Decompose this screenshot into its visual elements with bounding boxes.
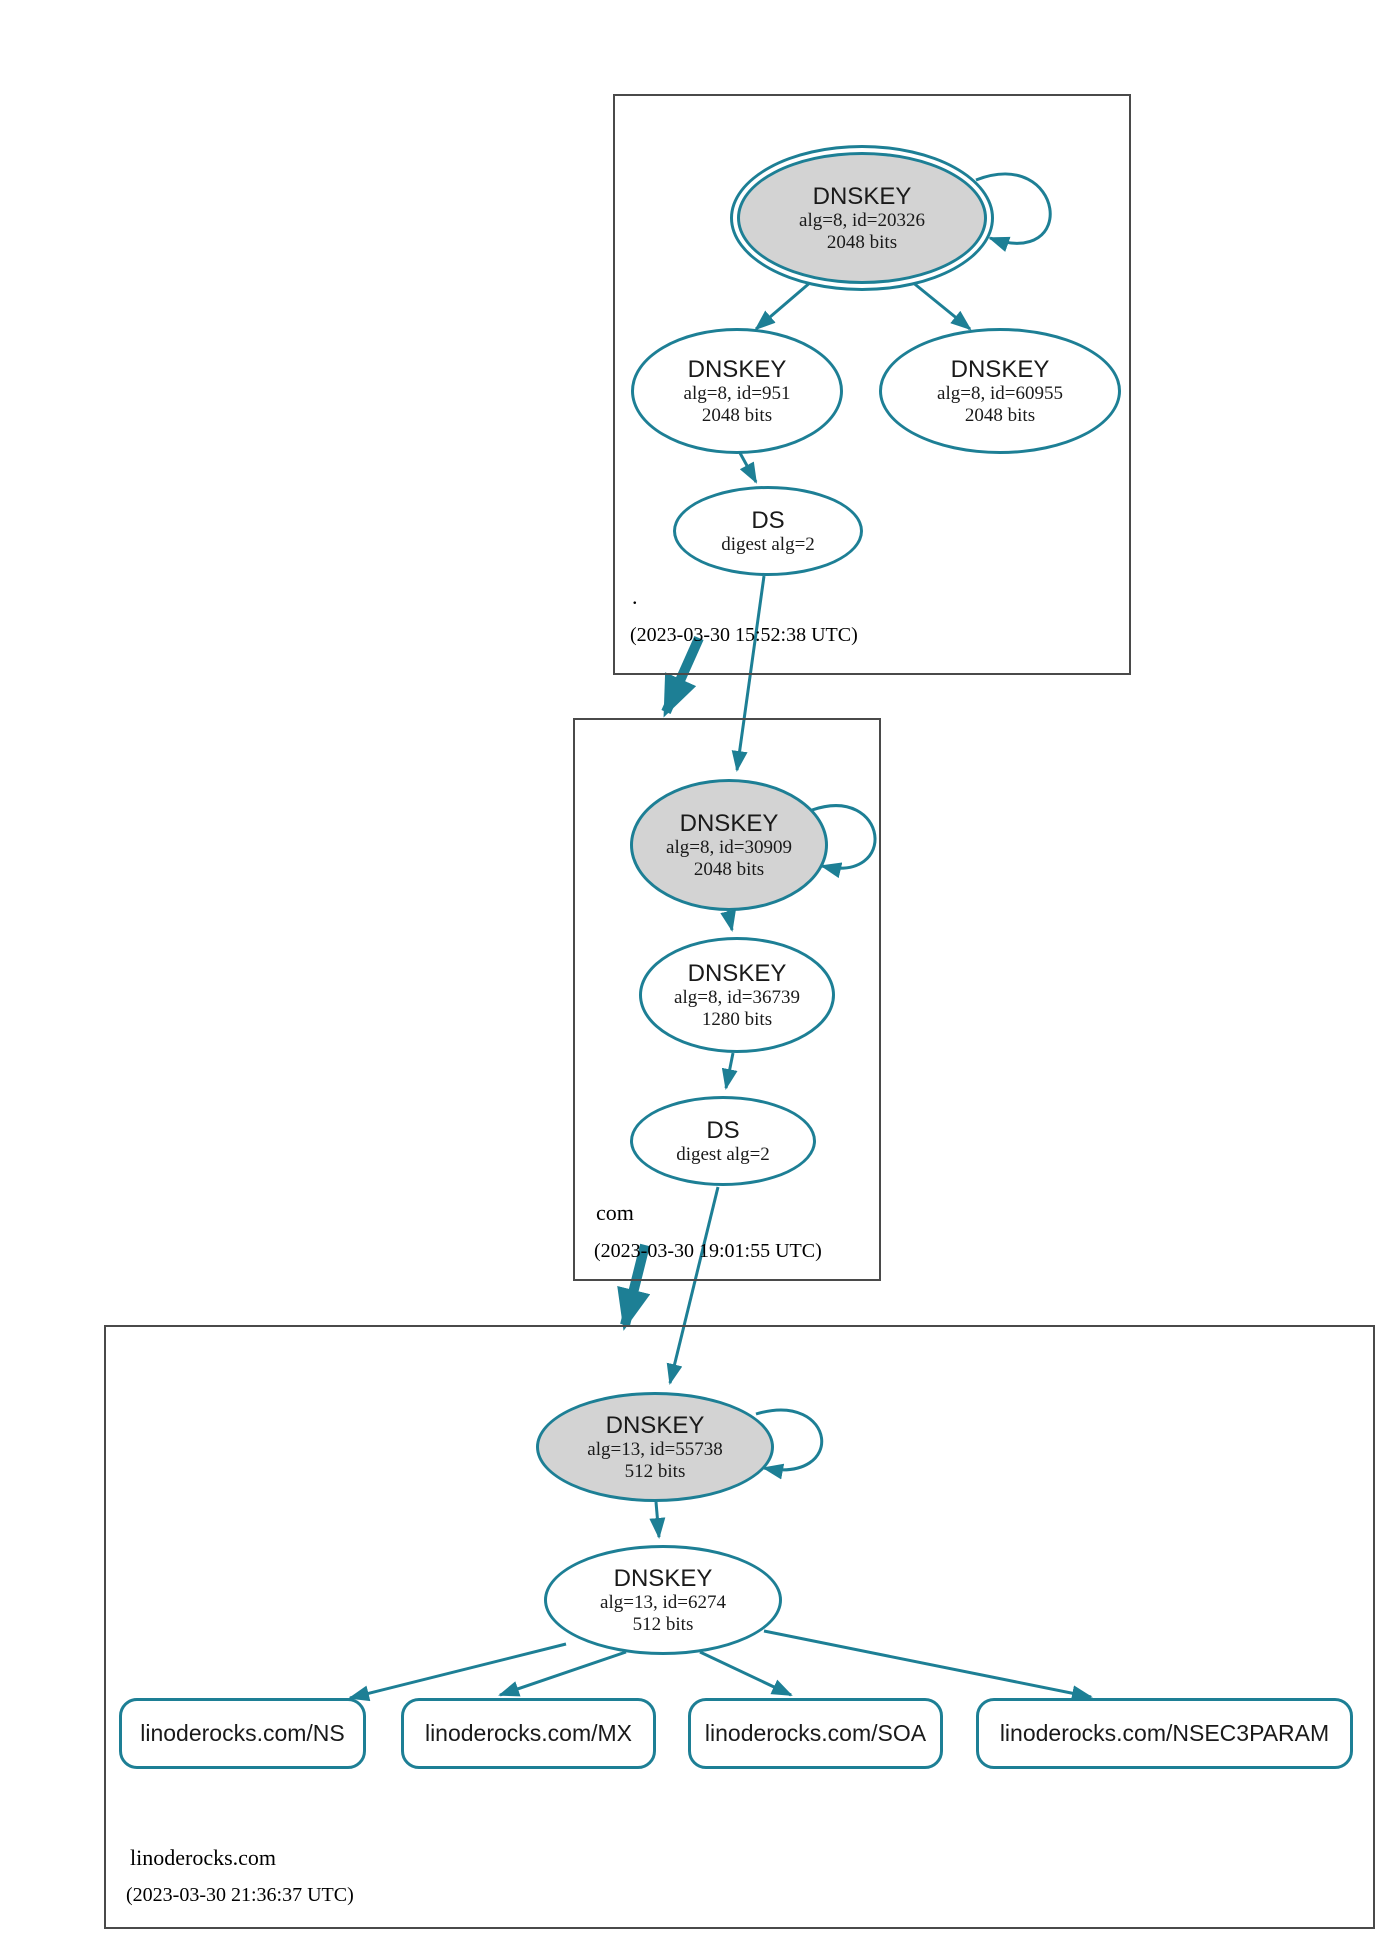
lino-ksk-alg-id: alg=13, id=55738	[587, 1438, 723, 1460]
rrset-nsec3param-node: linoderocks.com/NSEC3PARAM	[976, 1698, 1353, 1769]
lino-zsk-title: DNSKEY	[613, 1564, 713, 1592]
com-ksk-title: DNSKEY	[679, 809, 779, 837]
root-zsk1-title: DNSKEY	[687, 355, 787, 383]
root-zsk1-alg-id: alg=8, id=951	[683, 382, 791, 404]
rrset-nsec3param-label: linoderocks.com/NSEC3PARAM	[999, 1720, 1330, 1746]
lino-ksk-title: DNSKEY	[605, 1411, 705, 1439]
lino-zsk-alg-id: alg=13, id=6274	[600, 1591, 726, 1613]
com-ksk-alg-id: alg=8, id=30909	[666, 836, 792, 858]
root-zsk2-node: DNSKEY alg=8, id=60955 2048 bits	[879, 328, 1121, 454]
com-zone-timestamp: (2023-03-30 19:01:55 UTC)	[594, 1240, 822, 1262]
rrset-ns-label: linoderocks.com/NS	[140, 1720, 345, 1746]
lino-zsk-bits: 512 bits	[632, 1613, 694, 1635]
rrset-mx-node: linoderocks.com/MX	[401, 1698, 656, 1769]
root-zsk1-node: DNSKEY alg=8, id=951 2048 bits	[631, 328, 843, 454]
lino-zone-timestamp: (2023-03-30 21:36:37 UTC)	[126, 1884, 354, 1906]
rrset-soa-node: linoderocks.com/SOA	[688, 1698, 943, 1769]
root-zsk2-title: DNSKEY	[950, 355, 1050, 383]
rrset-soa-label: linoderocks.com/SOA	[704, 1720, 927, 1746]
com-ksk-node: DNSKEY alg=8, id=30909 2048 bits	[630, 779, 828, 911]
com-ds-title: DS	[706, 1116, 740, 1144]
root-ds-digest: digest alg=2	[721, 533, 815, 555]
lino-zsk-node: DNSKEY alg=13, id=6274 512 bits	[544, 1545, 782, 1655]
lino-zone-name: linoderocks.com	[130, 1845, 277, 1870]
lino-ksk-bits: 512 bits	[624, 1460, 686, 1482]
com-zsk-title: DNSKEY	[687, 959, 787, 987]
root-ksk-node: DNSKEY alg=8, id=20326 2048 bits	[730, 145, 994, 291]
com-zsk-node: DNSKEY alg=8, id=36739 1280 bits	[639, 937, 835, 1053]
root-ksk-node-inner: DNSKEY alg=8, id=20326 2048 bits	[737, 152, 987, 284]
root-zsk2-bits: 2048 bits	[964, 404, 1036, 426]
com-zsk-bits: 1280 bits	[701, 1008, 773, 1030]
com-ds-node: DS digest alg=2	[630, 1096, 816, 1186]
root-ds-node: DS digest alg=2	[673, 486, 863, 576]
rrset-mx-label: linoderocks.com/MX	[424, 1720, 633, 1746]
com-ksk-bits: 2048 bits	[693, 858, 765, 880]
com-zsk-alg-id: alg=8, id=36739	[674, 986, 800, 1008]
root-ksk-title: DNSKEY	[812, 182, 912, 210]
root-ds-title: DS	[751, 506, 785, 534]
com-zone-name: com	[596, 1200, 634, 1225]
lino-ksk-node: DNSKEY alg=13, id=55738 512 bits	[536, 1392, 774, 1502]
com-ds-digest: digest alg=2	[676, 1143, 770, 1165]
root-ksk-alg-id: alg=8, id=20326	[799, 209, 925, 231]
zone-box-root	[613, 94, 1131, 675]
root-zsk1-bits: 2048 bits	[701, 404, 773, 426]
root-zone-timestamp: (2023-03-30 15:52:38 UTC)	[630, 624, 858, 646]
rrset-ns-node: linoderocks.com/NS	[119, 1698, 366, 1769]
zone-box-com	[573, 718, 881, 1281]
zone-box-linoderocks	[104, 1325, 1375, 1929]
root-ksk-bits: 2048 bits	[826, 231, 898, 253]
root-zone-name: .	[632, 584, 638, 609]
root-zsk2-alg-id: alg=8, id=60955	[937, 382, 1063, 404]
